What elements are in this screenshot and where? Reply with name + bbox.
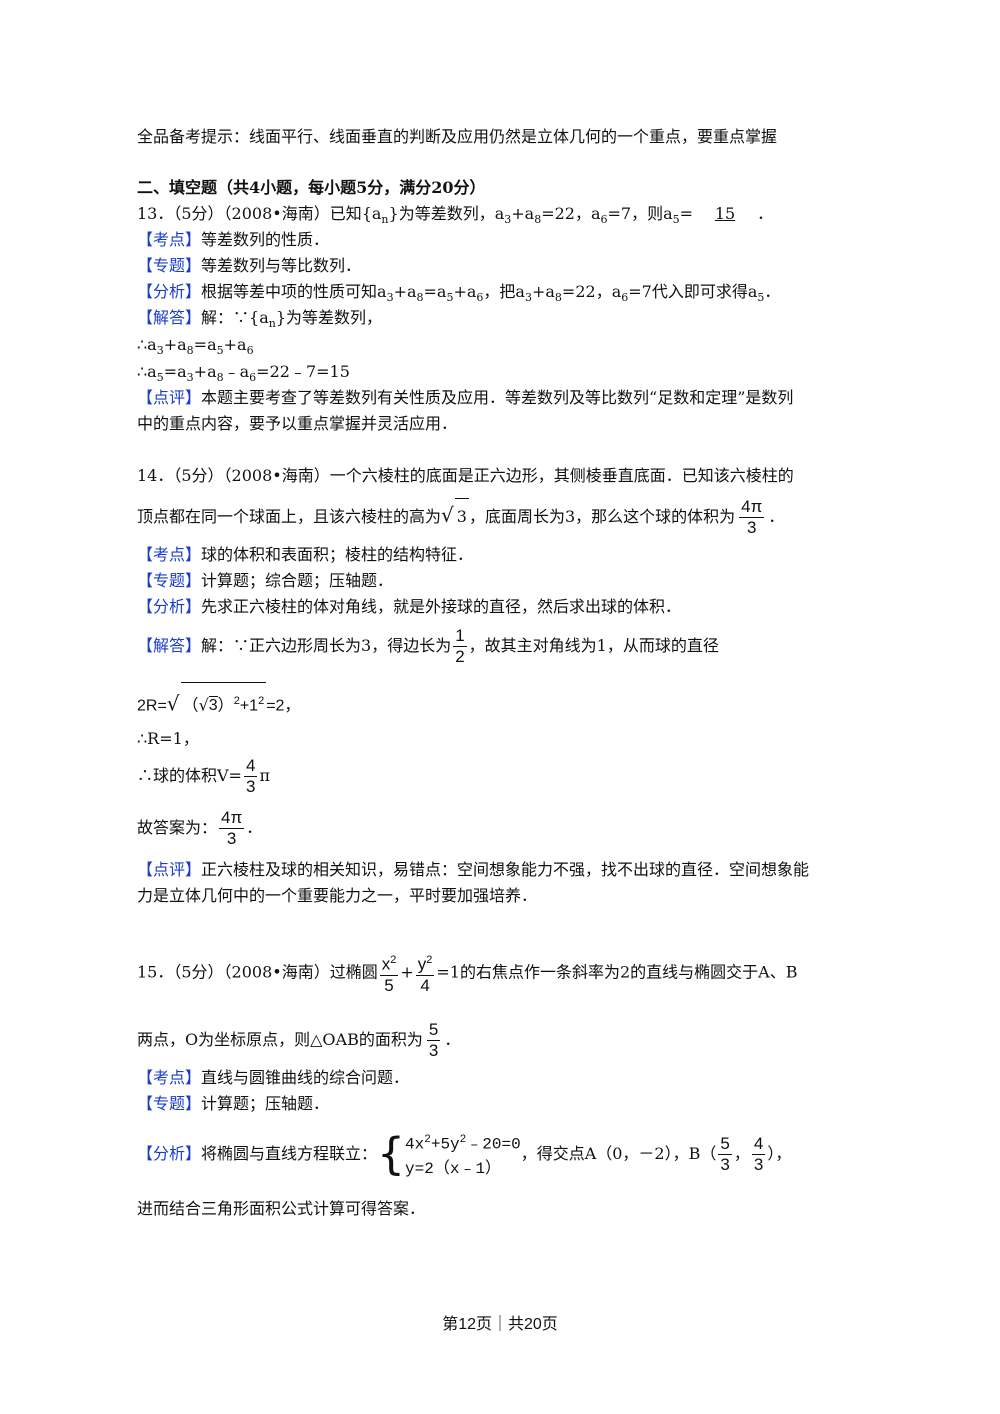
section-title: 二、填空题（共4小题，每小题5分，满分20分） xyxy=(137,178,486,197)
q13-dianping-cont: 中的重点内容，要予以重点掌握并灵活应用． xyxy=(137,414,458,433)
q15-kaodian: 【考点】直线与圆锥曲线的综合问题． xyxy=(137,1068,410,1087)
q14-r-value: ∴R=1， xyxy=(137,729,199,748)
q15-fenxi-cont: 进而结合三角形面积公式计算可得答案． xyxy=(137,1199,426,1218)
page-footer: 第12页｜共20页 xyxy=(442,1316,558,1333)
q14-kaodian: 【考点】球的体积和表面积；棱柱的结构特征． xyxy=(137,545,474,564)
q13-zhuanti: 【专题】等差数列与等比数列． xyxy=(137,256,362,275)
q13-jieda: 【解答】解：∵{an}为等差数列， xyxy=(137,308,383,331)
q14-dianping-cont: 力是立体几何中的一个重要能力之一，平时要加强培养． xyxy=(137,886,538,905)
q13-step2: ∴a5=a3+a8﹣a6=22﹣7=15 xyxy=(137,362,350,385)
q14-dianping: 【点评】正六棱柱及球的相关知识，易错点：空间想象能力不强，找不出球的直径．空间想… xyxy=(137,860,810,879)
q14-fenxi: 【分析】先求正六棱柱的体对角线，就是外接球的直径，然后求出球的体积． xyxy=(137,597,682,616)
q13-answer: 15 xyxy=(714,204,736,223)
q13-step1: ∴a3+a8=a5+a6 xyxy=(137,335,254,358)
q13-dianping: 【点评】本题主要考查了等差数列有关性质及应用．等差数列及等比数列“足数和定理”是… xyxy=(137,388,794,407)
q15-zhuanti: 【专题】计算题；压轴题． xyxy=(137,1094,330,1113)
q13-stem: 13．（5分）（2008•海南）已知{an}为等差数列，a3+a8=22，a6=… xyxy=(137,204,774,227)
q14-stem-1: 14．（5分）（2008•海南）一个六棱柱的底面是正六边形，其侧棱垂直底面．已知… xyxy=(137,466,794,485)
q13-kaodian: 【考点】等差数列的性质． xyxy=(137,230,330,249)
q14-diameter-formula: 2R=√（√3）2+12=2， xyxy=(137,682,300,724)
q13-fenxi: 【分析】根据等差中项的性质可知a3+a8=a5+a6，把a3+a8=22，a6=… xyxy=(137,282,781,305)
exam-tip: 全品备考提示：线面平行、线面垂直的判断及应用仍然是立体几何的一个重点，要重点掌握 xyxy=(137,127,778,146)
q14-zhuanti: 【专题】计算题；综合题；压轴题． xyxy=(137,571,394,590)
